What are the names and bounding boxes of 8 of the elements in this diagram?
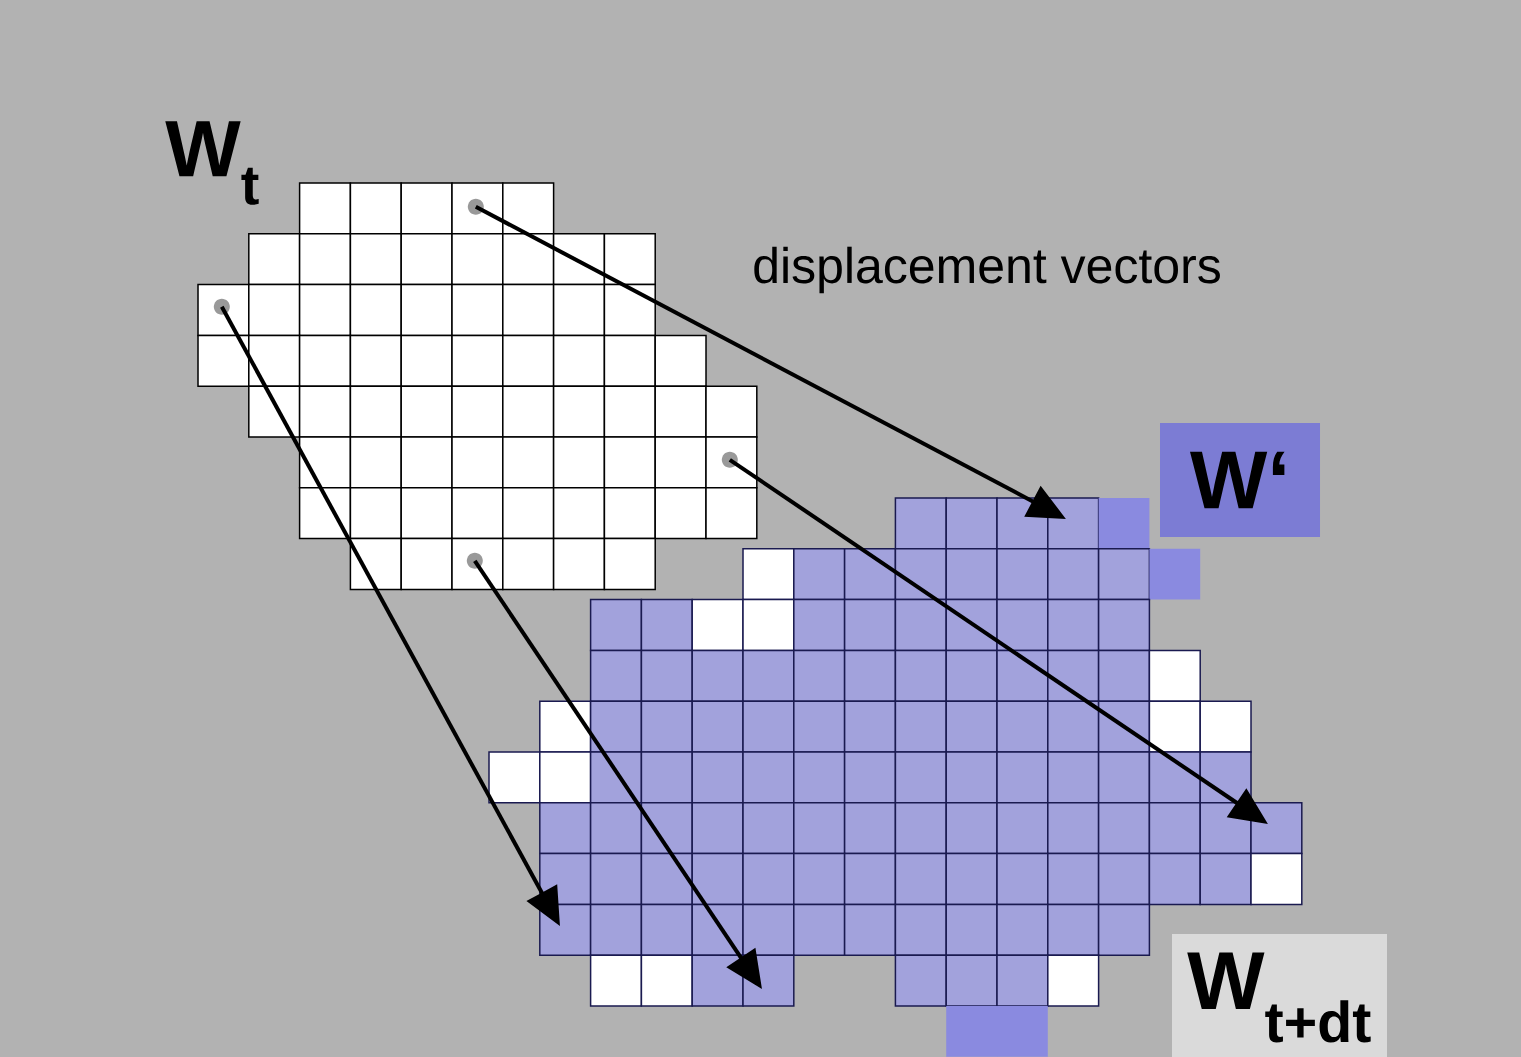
dot <box>467 198 484 215</box>
caption: displacement vectors <box>754 246 1220 294</box>
dot <box>721 451 738 468</box>
dot <box>213 298 230 315</box>
label-box: W‘ <box>1160 423 1320 537</box>
label-box: W$_{t+dt}$ <box>1172 934 1387 1057</box>
grid-heading: W$_{t}$ <box>165 121 259 205</box>
dot <box>466 552 483 569</box>
